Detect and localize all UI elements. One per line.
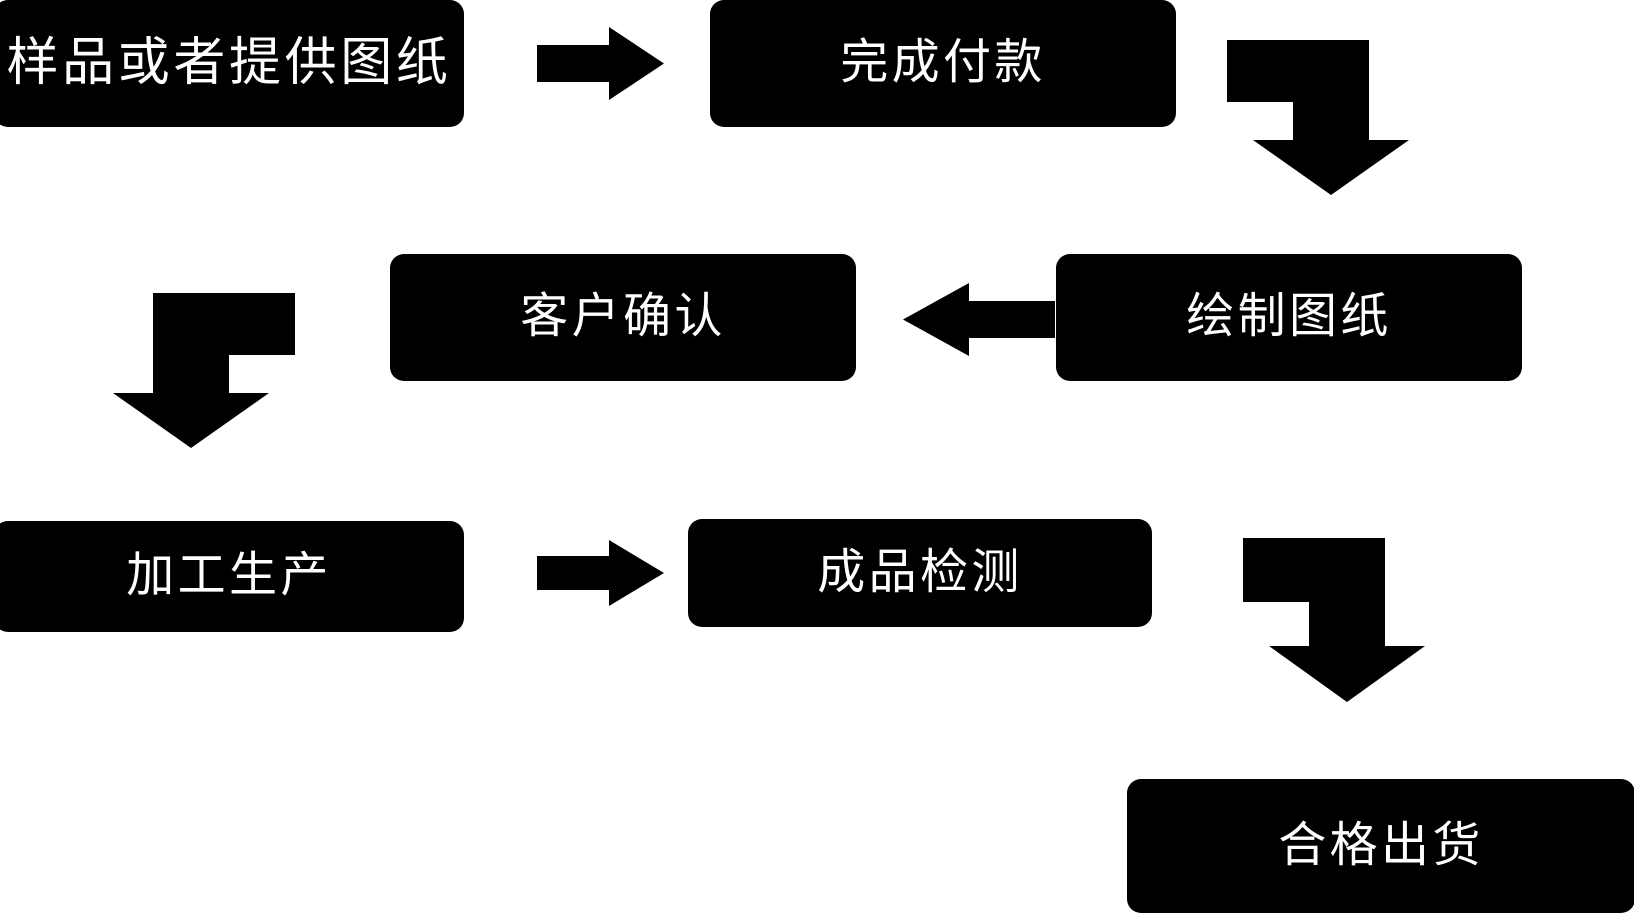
- arrow-sample-to-payment: [537, 27, 664, 100]
- arrow-left-icon: [903, 283, 1055, 356]
- node-label: 客户确认: [520, 290, 726, 344]
- node-label: 成品检测: [817, 545, 1023, 599]
- node-sample-or-drawing[interactable]: 样品或者提供图纸: [0, 0, 464, 127]
- node-label: 完成付款: [840, 36, 1046, 90]
- arrow-confirm-to-production: [113, 293, 295, 448]
- node-label: 合格出货: [1278, 818, 1484, 872]
- node-product-inspection[interactable]: 成品检测: [688, 519, 1152, 627]
- node-production[interactable]: 加工生产: [0, 521, 464, 632]
- elbow-arrow-right-down-icon: [1243, 538, 1425, 702]
- arrow-production-to-inspection: [537, 540, 664, 606]
- node-complete-payment[interactable]: 完成付款: [710, 0, 1176, 127]
- node-qualified-shipment[interactable]: 合格出货: [1127, 779, 1634, 913]
- arrow-drawing-to-confirm: [903, 283, 1055, 356]
- elbow-arrow-left-down-icon: [113, 293, 295, 448]
- elbow-arrow-right-down-icon: [1227, 40, 1409, 195]
- node-draw-drawing[interactable]: 绘制图纸: [1056, 254, 1522, 381]
- node-label: 样品或者提供图纸: [6, 33, 452, 92]
- node-label: 绘制图纸: [1186, 290, 1392, 344]
- arrow-right-icon: [537, 540, 664, 606]
- arrow-right-icon: [537, 27, 664, 100]
- arrow-inspection-to-shipment: [1243, 538, 1425, 702]
- node-label: 加工生产: [126, 549, 332, 603]
- arrow-payment-to-drawing: [1227, 40, 1409, 195]
- node-customer-confirm[interactable]: 客户确认: [390, 254, 856, 381]
